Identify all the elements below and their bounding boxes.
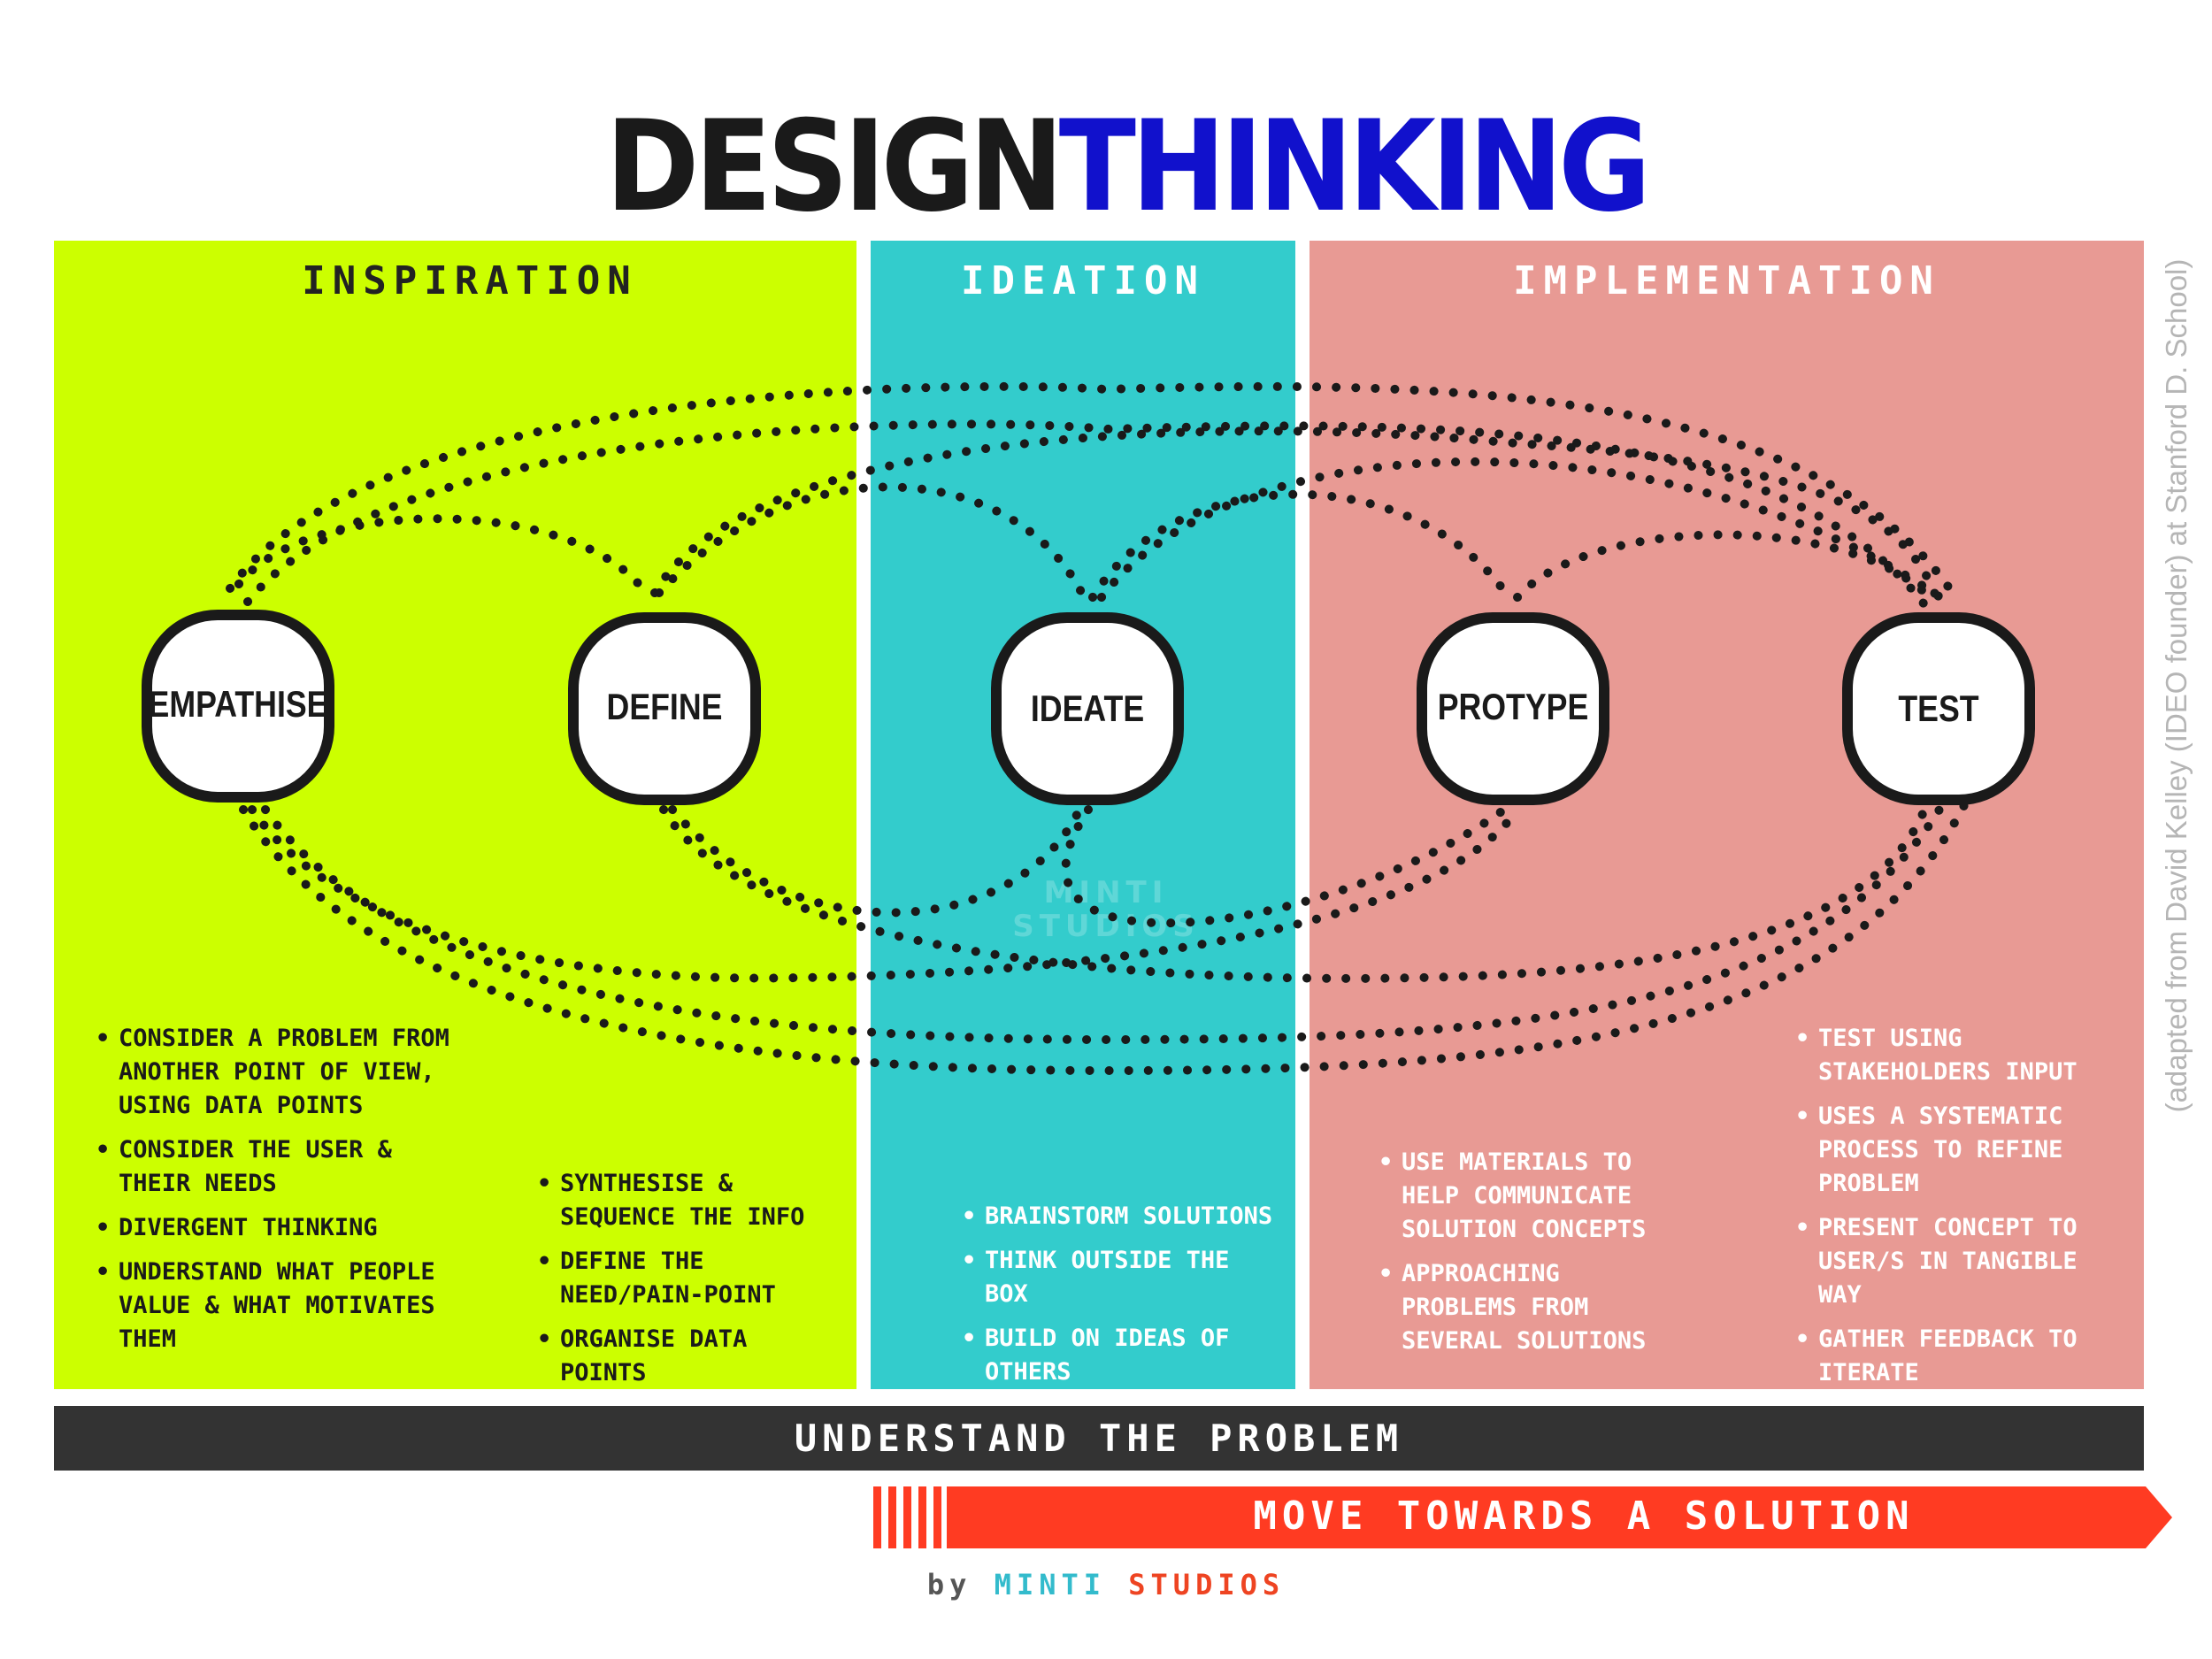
loop-prototype-test-top: [1513, 530, 1938, 606]
node-outlines: [142, 610, 2035, 805]
prototype-node: PROTYPE: [1437, 686, 1589, 727]
list-item: THINK OUTSIDE THE BOX: [962, 1244, 1280, 1311]
list-item: ORGANISE DATA POINTS: [537, 1323, 838, 1390]
loop-ideate-prototype-bottom: [1061, 805, 1509, 928]
list-item: BRAINSTORM SOLUTIONS: [962, 1200, 1280, 1233]
phase-implementation-label: IMPLEMENTATION: [1513, 258, 1940, 303]
list-item: APPROACHING PROBLEMS FROM SEVERAL SOLUTI…: [1379, 1257, 1679, 1358]
title-design: DESIGN: [605, 94, 1064, 240]
define-node: DEFINE: [606, 686, 723, 727]
loop-empathise-test-top-2: [243, 419, 1933, 615]
list-item: CONSIDER A PROBLEM FROM ANOTHER POINT OF…: [96, 1022, 449, 1123]
phase-inspiration-label: INSPIRATION: [302, 258, 638, 303]
list-item: PRESENT CONCEPT TO USER/S IN TANGIBLE WA…: [1795, 1211, 2123, 1312]
prototype-node-shape: [1417, 612, 1609, 805]
understand-problem-bar: UNDERSTAND THE PROBLEM: [54, 1406, 2144, 1471]
define-node-shape: [568, 612, 761, 805]
empathise-bullets: CONSIDER A PROBLEM FROM ANOTHER POINT OF…: [96, 1022, 449, 1367]
test-node: TEST: [1898, 687, 1979, 729]
arrow-stripe-2: [888, 1486, 896, 1548]
loop-ideate-test-top: [1097, 457, 1951, 606]
list-item: USE MATERIALS TO HELP COMMUNICATE SOLUTI…: [1379, 1146, 1679, 1247]
ideate-node: IDEATE: [1030, 687, 1145, 729]
arrow-stripe-1: [873, 1486, 881, 1548]
empathise-node: EMPATHISE: [148, 683, 328, 725]
empathise-node-shape: [142, 610, 334, 803]
credit-studios: STUDIOS: [1128, 1568, 1286, 1601]
loop-define-ideate-bottom: [668, 805, 1084, 918]
test-node-shape: [1842, 612, 2035, 805]
arrow-stripe-3: [903, 1486, 911, 1548]
page-title: DESIGNTHINKING: [112, 104, 2139, 230]
list-item: DEFINE THE NEED/PAIN-POINT: [537, 1245, 838, 1312]
loop-empathise-test-top: [226, 381, 1960, 602]
source-note: (adapted from David Kelley (IDEO founder…: [2160, 258, 2193, 1113]
solution-arrow-label: MOVE TOWARDS A SOLUTION: [1253, 1493, 1915, 1539]
ideate-node-shape: [991, 612, 1184, 805]
loop-define-test-bottom: [659, 805, 1929, 983]
credit-by: by: [926, 1568, 972, 1601]
loop-empathise-prototype-bottom: [248, 805, 1522, 983]
title-thinking: THINKING: [1058, 94, 1651, 240]
list-item: BUILD ON IDEAS OF OTHERS: [962, 1322, 1280, 1389]
test-bullets: TEST USING STAKEHOLDERS INPUT USES A SYS…: [1795, 1022, 2123, 1401]
solution-arrow: [873, 1486, 2172, 1548]
prototype-bullets: USE MATERIALS TO HELP COMMUNICATE SOLUTI…: [1379, 1146, 1679, 1369]
credit-minti: MINTI: [994, 1568, 1106, 1601]
loop-empathise-test-bottom: [239, 801, 1969, 1076]
watermark-line2: STUDIOS: [1012, 909, 1200, 944]
list-item: TEST USING STAKEHOLDERS INPUT: [1795, 1022, 2123, 1089]
loop-empathise-define-top: [234, 514, 650, 597]
watermark-logo: MINTI STUDIOS: [991, 876, 1221, 943]
list-item: UNDERSTAND WHAT PEOPLE VALUE & WHAT MOTI…: [96, 1256, 449, 1356]
list-item: CONSIDER THE USER & THEIR NEEDS: [96, 1133, 449, 1201]
define-bullets: SYNTHESISE & SEQUENCE THE INFO DEFINE TH…: [537, 1167, 838, 1401]
loop-define-test-top: [650, 426, 1942, 606]
arrow-stripe-5: [933, 1486, 941, 1548]
arrow-body: [947, 1486, 2172, 1548]
loop-empathise-test-bottom-2: [261, 801, 1947, 1045]
loop-ideate-prototype-top: [1088, 489, 1513, 602]
list-item: USES A SYSTEMATIC PROCESS TO REFINE PROB…: [1795, 1100, 2123, 1201]
watermark-line1: MINTI: [1043, 875, 1169, 910]
list-item: GATHER FEEDBACK TO ITERATE: [1795, 1323, 2123, 1390]
loop-define-ideate-top: [655, 482, 1088, 602]
phase-ideation-label: IDEATION: [961, 258, 1205, 303]
ideate-bullets: BRAINSTORM SOLUTIONS THINK OUTSIDE THE B…: [962, 1200, 1280, 1400]
list-item: DIVERGENT THINKING: [96, 1211, 449, 1245]
ideation-panel: [871, 241, 1295, 1389]
arrow-stripe-4: [918, 1486, 926, 1548]
credit-line: by MINTI STUDIOS: [0, 1568, 2212, 1601]
list-item: SYNTHESISE & SEQUENCE THE INFO: [537, 1167, 838, 1234]
